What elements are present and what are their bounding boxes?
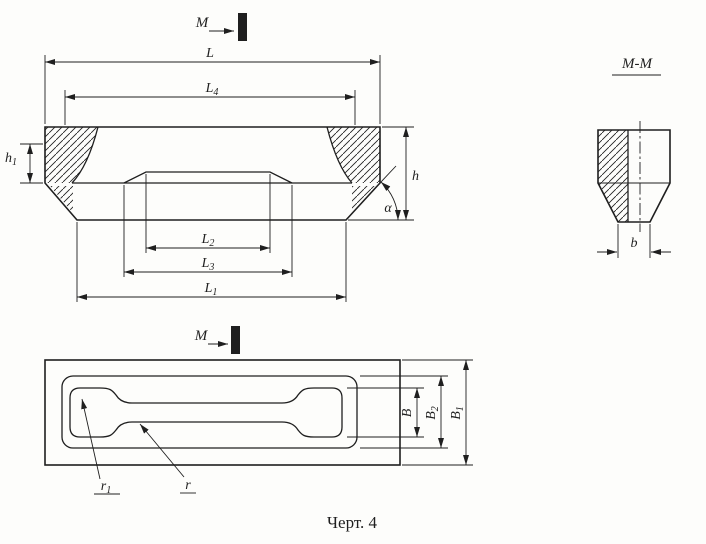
dim-label-L1: L1 (204, 281, 218, 298)
dim-b: b (597, 224, 671, 258)
dim-label-h: h (412, 169, 419, 184)
radius-label-r1: r1 (81, 398, 120, 496)
fillet-curve (71, 126, 99, 184)
section-cut-label: М (194, 328, 209, 344)
leader-line (81, 398, 101, 480)
dim-h1: h1 (5, 143, 43, 184)
leader-line (139, 423, 185, 478)
dim-alpha: α (379, 165, 401, 221)
specimen-cavity-outline (69, 387, 343, 438)
section-cut-label: М (195, 15, 210, 31)
angle-arc (380, 181, 401, 221)
radius-label-r: r (139, 423, 196, 494)
section-view-mm: М-М b (597, 56, 671, 258)
island-contour (123, 171, 293, 184)
dim-label-L2: L2 (201, 232, 215, 249)
section-view-label: М-М (621, 56, 653, 72)
figure-caption: Черт. 4 (327, 513, 378, 532)
section-plane-marker (231, 326, 240, 354)
dim-label-b: b (631, 236, 638, 251)
hatch-fill (598, 130, 628, 222)
dim-label-B2: B2 (424, 406, 441, 420)
dim-L4: L4 (64, 81, 356, 125)
dim-L1: L1 (76, 222, 347, 302)
section-plane-marker (238, 13, 247, 41)
plan-outer-frame (44, 359, 401, 466)
section-marker-bottom: М (194, 326, 240, 354)
dim-L3: L3 (123, 185, 293, 277)
section-marker-top: М (195, 13, 247, 41)
plan-view: r1 r B B2 B1 (44, 359, 473, 496)
dim-label-r1: r1 (101, 479, 111, 496)
dim-label-B1: B1 (449, 406, 466, 420)
dim-label-B: B (400, 408, 415, 417)
dim-L2: L2 (145, 174, 271, 253)
dim-label-L: L (205, 46, 214, 61)
body-outline (44, 126, 381, 221)
dim-B1: B1 (402, 359, 473, 466)
hatch-fill (45, 127, 98, 183)
hatch-fill (327, 127, 380, 183)
dim-label-h1: h1 (5, 151, 17, 168)
dim-label-alpha: α (384, 201, 392, 216)
fillet-curve (326, 126, 353, 184)
main-section-view (44, 126, 381, 221)
dim-B: B (347, 387, 424, 438)
dim-h: h (348, 126, 419, 221)
dim-label-r: r (185, 478, 191, 493)
dim-B2: B2 (360, 375, 448, 449)
dim-L: L (44, 46, 381, 124)
hatch-fill (50, 186, 73, 213)
dim-label-L4: L4 (205, 81, 219, 98)
chamfer-extension-line (379, 165, 397, 184)
dim-label-L3: L3 (201, 256, 215, 273)
mold-insert-outline (61, 375, 358, 449)
